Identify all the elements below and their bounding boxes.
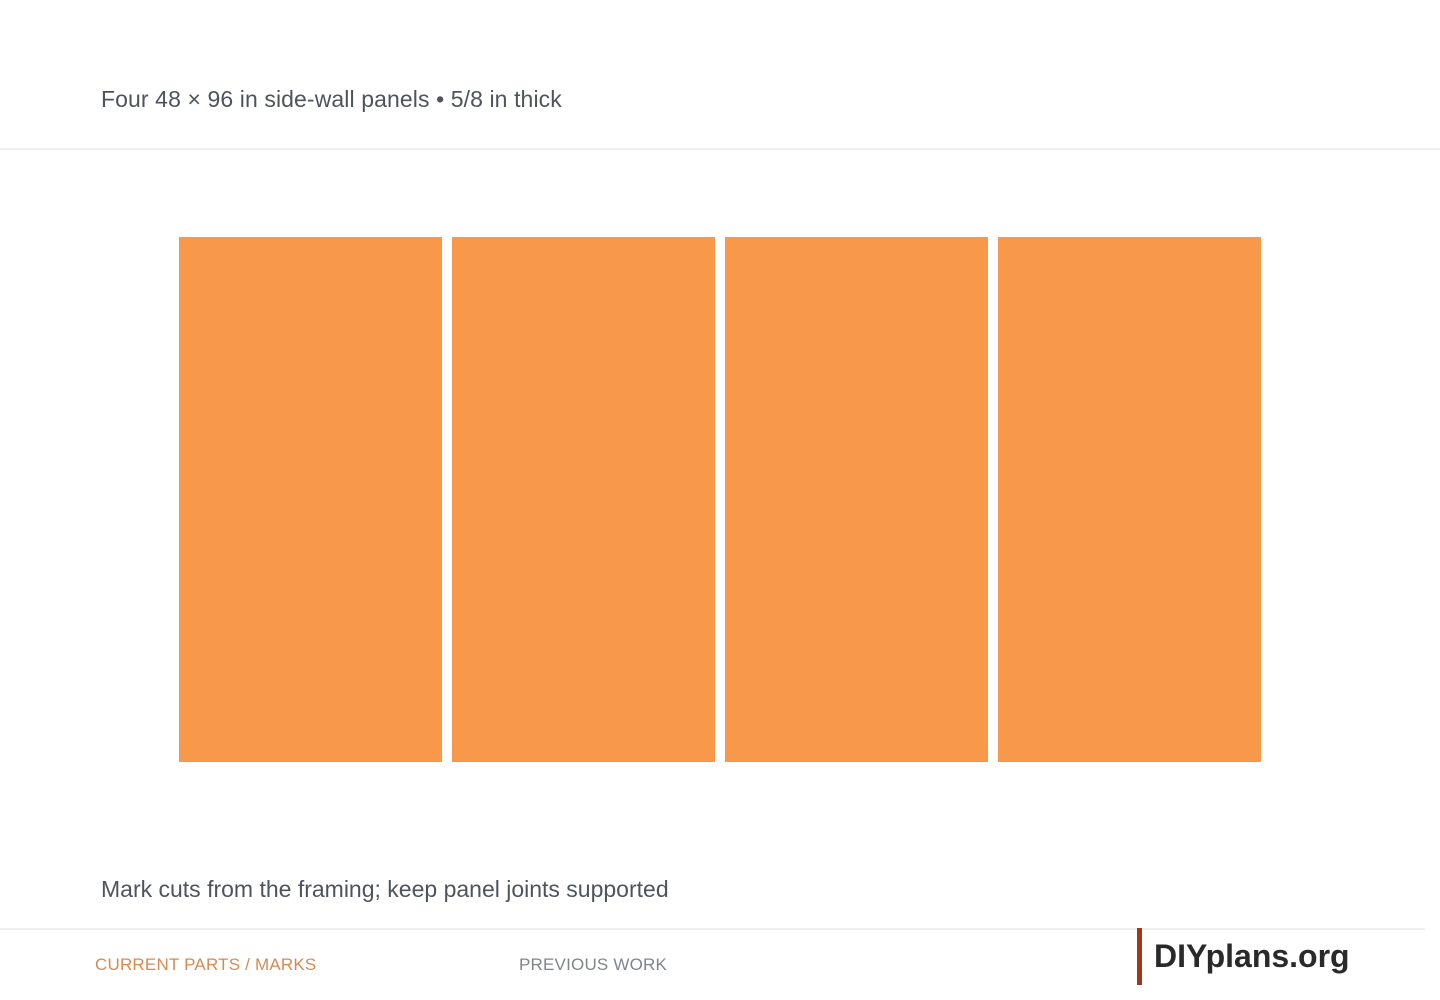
panel-4 — [998, 237, 1261, 762]
panel-1 — [179, 237, 442, 762]
tab-current-parts-marks[interactable]: CURRENT PARTS / MARKS — [95, 955, 317, 974]
panel-3 — [725, 237, 988, 762]
header: Four 48 × 96 in side-wall panels • 5/8 i… — [0, 0, 1440, 150]
tab-previous-work[interactable]: PREVIOUS WORK — [519, 955, 668, 974]
page-title: Four 48 × 96 in side-wall panels • 5/8 i… — [101, 86, 562, 112]
panel-2 — [452, 237, 715, 762]
instruction-note: Mark cuts from the framing; keep panel j… — [101, 876, 669, 902]
panel-diagram — [179, 237, 1261, 762]
footer-nav: CURRENT PARTS / MARKS PREVIOUS WORK — [0, 928, 1425, 1000]
brand-logo: DIYplans.org — [1137, 928, 1350, 985]
brand-name: DIYplans.org — [1154, 938, 1350, 974]
